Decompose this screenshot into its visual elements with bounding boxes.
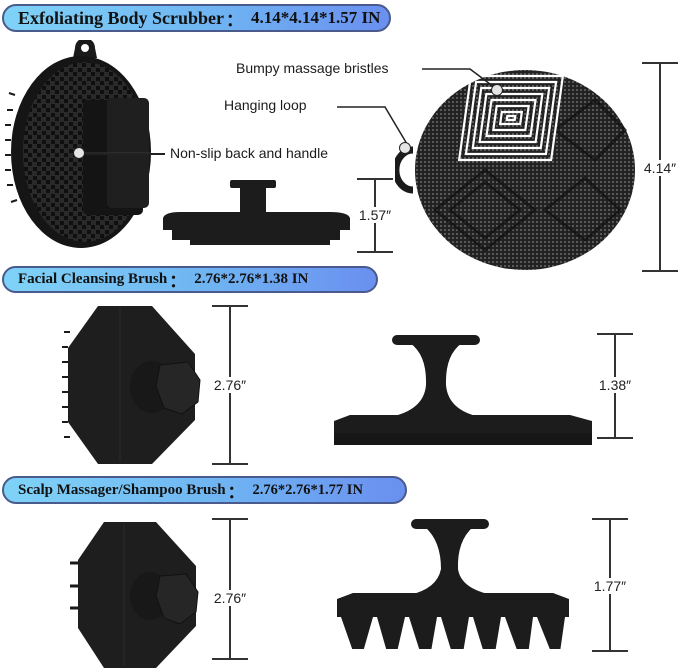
body-scrubber-banner: Exfoliating Body Scrubber ： 4.14*4.14*1.… bbox=[2, 4, 391, 32]
back-callout-label: Non-slip back and handle bbox=[170, 145, 328, 161]
loop-callout-dot bbox=[399, 142, 411, 154]
body-scrubber-back-image bbox=[5, 40, 151, 248]
bristles-callout-dot bbox=[491, 84, 503, 96]
separator: ： bbox=[226, 10, 244, 30]
scalp-massager-dimensions: 2.76*2.76*1.77 IN bbox=[252, 481, 363, 498]
body-scrubber-dimensions: 4.14*4.14*1.57 IN bbox=[251, 8, 381, 27]
scalp-massager-front-image bbox=[70, 522, 199, 668]
body-scrubber-diameter-dimension: 4.14″ bbox=[642, 62, 678, 272]
back-callout-line bbox=[85, 153, 165, 155]
scalp-massager-width-dimension: 2.76″ bbox=[212, 518, 248, 660]
loop-callout-line bbox=[337, 106, 408, 145]
facial-brush-banner: Facial Cleansing Brush ： 2.76*2.76*1.38 … bbox=[2, 266, 378, 293]
scalp-massager-banner: Scalp Massager/Shampoo Brush ： 2.76*2.76… bbox=[2, 476, 407, 504]
facial-brush-height-label: 1.38″ bbox=[597, 377, 633, 393]
bristles-callout-label: Bumpy massage bristles bbox=[236, 60, 389, 76]
body-scrubber-title: Exfoliating Body Scrubber bbox=[18, 7, 225, 28]
body-scrubber-front-image bbox=[395, 70, 635, 270]
scalp-massager-side-image bbox=[337, 519, 569, 649]
scalp-massager-title: Scalp Massager/Shampoo Brush bbox=[18, 481, 226, 498]
facial-brush-width-dimension: 2.76″ bbox=[212, 305, 248, 465]
loop-callout-label: Hanging loop bbox=[224, 97, 307, 113]
scalp-massager-height-dimension: 1.77″ bbox=[592, 518, 628, 652]
facial-brush-title: Facial Cleansing Brush bbox=[18, 271, 168, 287]
separator: ： bbox=[227, 482, 245, 502]
facial-brush-front-image bbox=[62, 306, 201, 464]
facial-brush-height-dimension: 1.38″ bbox=[597, 333, 633, 439]
back-callout-dot bbox=[73, 147, 85, 159]
body-scrubber-side-image bbox=[163, 180, 350, 245]
scalp-massager-height-label: 1.77″ bbox=[592, 578, 628, 594]
bristles-callout-line bbox=[422, 68, 499, 91]
facial-brush-side-image bbox=[334, 335, 592, 445]
facial-brush-width-label: 2.76″ bbox=[212, 377, 248, 393]
body-scrubber-height-dimension: 1.57″ bbox=[357, 178, 393, 253]
body-scrubber-height-label: 1.57″ bbox=[357, 207, 393, 223]
separator: ： bbox=[169, 272, 187, 291]
body-scrubber-diameter-label: 4.14″ bbox=[642, 160, 678, 176]
scalp-massager-width-label: 2.76″ bbox=[212, 590, 248, 606]
facial-brush-dimensions: 2.76*2.76*1.38 IN bbox=[194, 271, 309, 287]
